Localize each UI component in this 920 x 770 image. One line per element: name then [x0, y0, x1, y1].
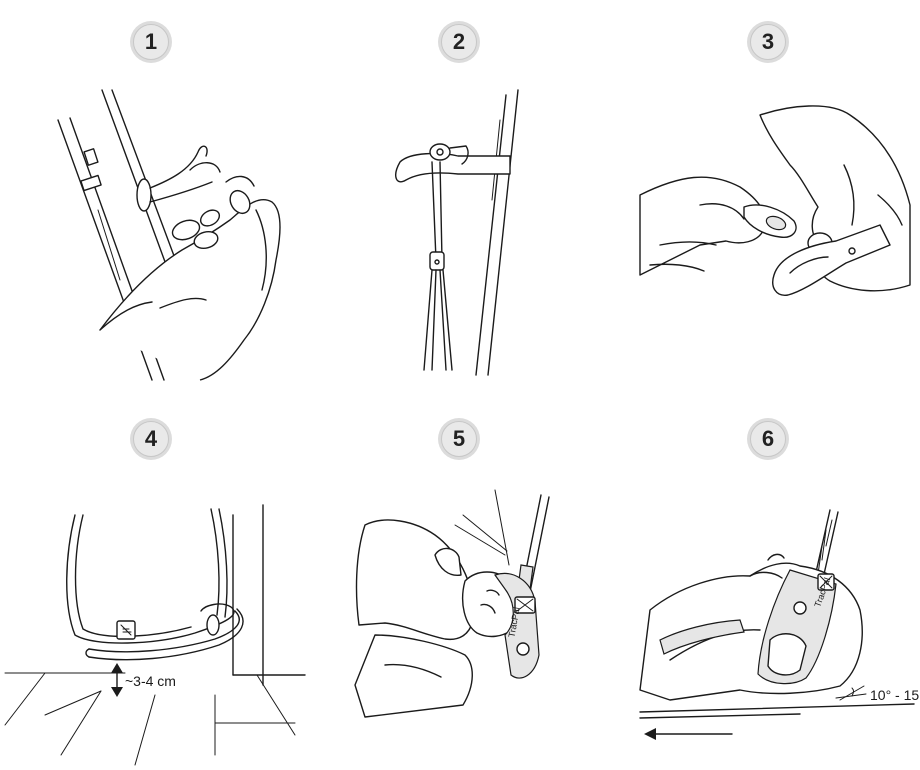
step-3-illustration: [640, 95, 910, 315]
step-5-illustration: TracPal: [345, 485, 585, 720]
person: [355, 520, 519, 717]
step-number: 1: [145, 29, 157, 55]
step-4-badge: 4: [130, 418, 172, 460]
step-number: 4: [145, 426, 157, 452]
step-1-illustration: [40, 90, 300, 380]
step-4-illustration: ~3-4 cm: [5, 495, 305, 765]
step-3-badge: 3: [747, 21, 789, 63]
step-2-badge: 2: [438, 21, 480, 63]
step-6-badge: 6: [747, 418, 789, 460]
doorway-and-floor: [5, 505, 305, 765]
left-hand: [640, 177, 766, 275]
hanging-strap: [424, 162, 452, 370]
step-number: 6: [762, 426, 774, 452]
angle-annotation: 10° - 15°: [870, 687, 920, 703]
step-1-badge: 1: [130, 21, 172, 63]
door-edge: [476, 90, 518, 375]
hook-with-strap: [396, 144, 510, 182]
step-number: 5: [453, 426, 465, 452]
step-number: 3: [762, 29, 774, 55]
door-hook: [137, 146, 220, 211]
strap-loop: [67, 509, 243, 660]
height-annotation: ~3-4 cm: [125, 673, 176, 689]
direction-arrow: [644, 728, 732, 740]
height-arrow: [111, 663, 123, 697]
door-lines: [455, 490, 509, 565]
step-5-badge: 5: [438, 418, 480, 460]
step-number: 2: [453, 29, 465, 55]
step-6-illustration: TracPal 10° - 15°: [640, 490, 915, 750]
step-2-illustration: [380, 90, 560, 380]
